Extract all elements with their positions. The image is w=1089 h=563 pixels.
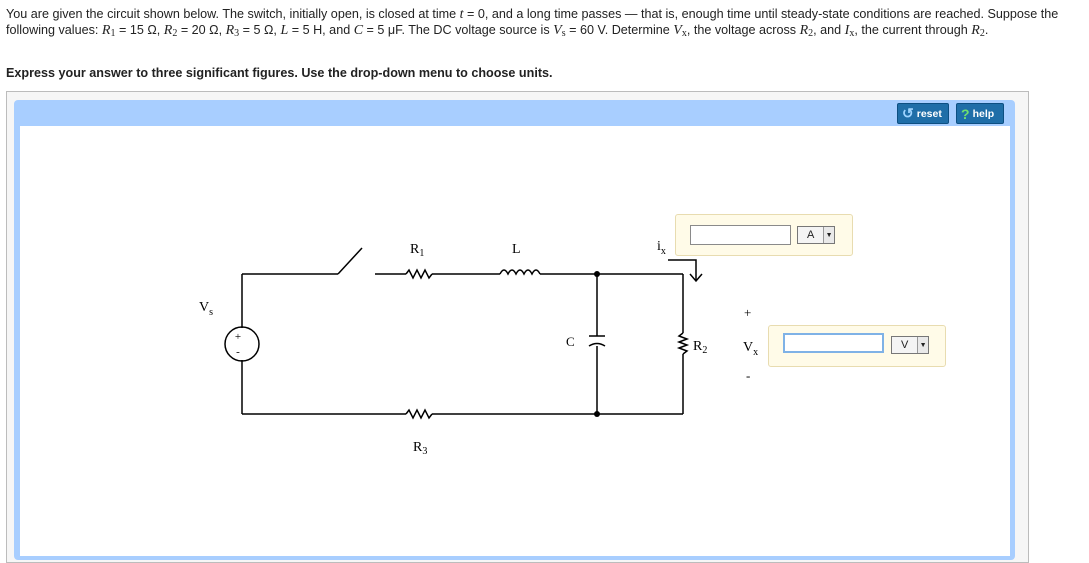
ix-unit-select[interactable]: A ▼ [797, 226, 835, 244]
capacitor-plate-bottom [588, 342, 606, 347]
r3-label: R3 [413, 440, 427, 457]
vx-unit-select[interactable]: V ▼ [891, 336, 929, 354]
resistor-r2 [676, 332, 690, 355]
c-label: C [566, 334, 575, 349]
circuit-diagram: + - Vs R1 L ix C R2 + Vx - R3 [199, 239, 758, 457]
resistor-r1 [405, 268, 433, 280]
help-button[interactable]: ? help [956, 103, 1004, 124]
instruction-text: Express your answer to three significant… [6, 66, 553, 80]
node-bottom [594, 411, 600, 417]
ix-answer-input[interactable] [690, 225, 791, 245]
chevron-down-icon: ▼ [823, 227, 834, 243]
vx-label: Vx [743, 340, 758, 358]
l-label: L [512, 242, 521, 257]
vx-answer-input[interactable] [783, 333, 884, 353]
reset-button[interactable]: ↺ reset [897, 103, 949, 124]
source-minus-label: - [236, 346, 240, 358]
resistor-r3 [405, 408, 433, 420]
vs-label: Vs [199, 300, 213, 318]
node-top [594, 271, 600, 277]
problem-statement: You are given the circuit shown below. T… [6, 7, 1059, 39]
r1-label: R1 [410, 242, 424, 259]
r2-label: R2 [693, 339, 707, 356]
switch [337, 247, 363, 275]
reset-icon: ↺ [902, 105, 914, 121]
source-plus-label: + [235, 331, 241, 343]
chevron-down-icon: ▼ [917, 337, 928, 353]
inductor-l [499, 269, 541, 276]
vx-minus-label: - [746, 368, 750, 383]
voltage-source [224, 326, 260, 362]
help-icon: ? [961, 105, 970, 122]
ix-label: ix [657, 239, 666, 257]
vx-plus-label: + [744, 305, 751, 320]
